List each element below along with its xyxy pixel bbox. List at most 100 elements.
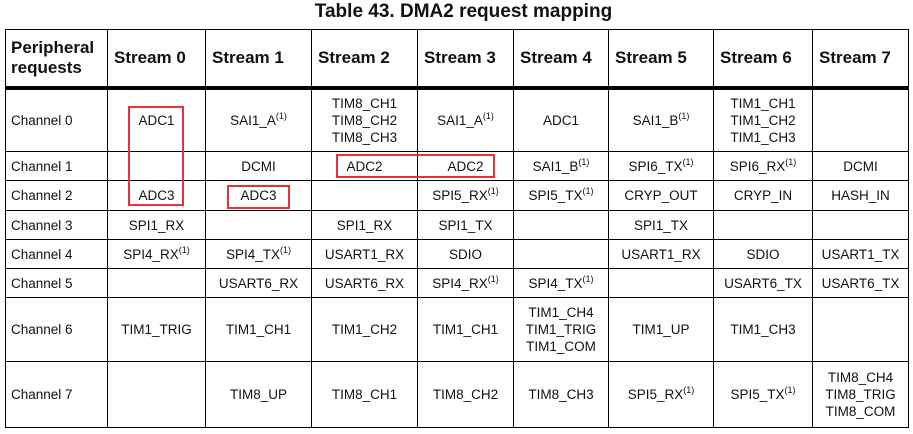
table-cell: TIM1_TRIG xyxy=(107,297,206,362)
table-cell xyxy=(812,297,909,362)
cell-line: SPI5_RX(1) xyxy=(609,386,713,403)
table-title: Table 43. DMA2 request mapping xyxy=(0,1,913,23)
row-label: Channel 0 xyxy=(5,87,108,152)
table-cell: USART1_RX xyxy=(311,239,418,269)
table-cell: TIM8_CH1 xyxy=(311,361,418,428)
cell-line: SPI4_RX(1) xyxy=(108,245,205,263)
table-cell: SPI1_RX xyxy=(107,210,206,240)
request-name: TIM8_TRIG xyxy=(825,387,896,402)
table-cell: TIM8_CH2 xyxy=(417,361,514,428)
cell-line: SPI6_RX(1) xyxy=(714,156,812,175)
request-name: SPI4_TX xyxy=(528,275,583,291)
request-name: SAI1_B xyxy=(632,112,679,128)
column-header-peripheral-requests: Peripheral requests xyxy=(5,29,108,90)
cell-line: TIM1_COM xyxy=(514,338,608,355)
table-cell: CRYP_OUT xyxy=(608,180,714,211)
table-cell xyxy=(513,210,609,240)
footnote-marker: (1) xyxy=(682,156,694,167)
row-label: Channel 2 xyxy=(5,180,108,211)
cell-line: TIM1_CH2 xyxy=(312,321,417,338)
request-name: SPI5_RX xyxy=(627,387,684,402)
column-header-stream-5: Stream 5 xyxy=(608,29,714,90)
column-header-stream-1: Stream 1 xyxy=(205,29,312,90)
table-cell: SPI5_RX(1) xyxy=(608,361,714,428)
row-label: Channel 5 xyxy=(5,268,108,298)
cell-line: SPI1_TX xyxy=(609,217,713,234)
table-cell xyxy=(107,361,206,428)
table-title-text: Table 43. DMA2 request mapping xyxy=(314,1,613,22)
request-name: TIM1_TRIG xyxy=(525,322,597,337)
cell-line: TIM8_CH1 xyxy=(312,386,417,403)
cell-line: SPI4_TX(1) xyxy=(514,274,608,292)
table-cell: USART6_RX xyxy=(205,268,312,298)
request-name: TIM1_CH1 xyxy=(730,95,796,111)
table-cell: SPI4_RX(1) xyxy=(107,239,206,269)
table-cell: SDIO xyxy=(417,239,514,269)
request-name: CRYP_OUT xyxy=(624,188,698,203)
footnote-marker: (1) xyxy=(280,244,292,255)
cell-line: TIM1_CH1 xyxy=(206,321,311,338)
cell-line: TIM1_TRIG xyxy=(514,321,608,338)
request-name: SAI1_A xyxy=(437,112,483,128)
cell-line: TIM8_COM xyxy=(813,403,908,420)
request-name: TIM1_CH1 xyxy=(225,322,292,337)
footnote-marker: (1) xyxy=(482,110,494,121)
cell-line: SAI1_B(1) xyxy=(609,111,713,129)
request-name: SPI5_TX xyxy=(730,387,785,402)
table-cell: SAI1_B(1) xyxy=(513,151,609,181)
cell-line: SPI4_RX(1) xyxy=(418,273,513,292)
request-name: DCMI xyxy=(241,158,276,174)
footnote-marker: (1) xyxy=(683,385,695,395)
cell-line: TIM8_TRIG xyxy=(813,386,908,403)
cell-line: SPI6_TX(1) xyxy=(609,156,713,175)
request-name: SDIO xyxy=(448,246,482,262)
request-name: CRYP_IN xyxy=(733,188,793,203)
cell-line: ADC2 xyxy=(418,158,513,175)
row-label: Channel 6 xyxy=(5,297,108,362)
cell-line: TIM8_CH1 xyxy=(312,95,417,112)
request-name: ADC3 xyxy=(138,188,175,203)
table-cell: SPI6_TX(1) xyxy=(608,151,714,181)
request-name: USART6_TX xyxy=(724,275,802,291)
cell-line: ADC1 xyxy=(108,112,205,129)
column-header-stream-6: Stream 6 xyxy=(713,29,813,90)
request-name: SPI1_RX xyxy=(128,217,185,233)
request-name: DCMI xyxy=(843,158,878,174)
cell-line: SPI1_TX xyxy=(418,217,513,234)
column-header-stream-2: Stream 2 xyxy=(311,29,418,90)
cell-line: TIM1_CH3 xyxy=(714,129,812,146)
cell-line: CRYP_OUT xyxy=(609,187,713,204)
column-header-stream-7: Stream 7 xyxy=(812,29,909,90)
cell-line: USART6_TX xyxy=(714,275,812,292)
table-cell: TIM1_CH2 xyxy=(311,297,418,362)
request-name: TIM8_CH2 xyxy=(331,112,398,128)
table-cell xyxy=(812,87,909,152)
footnote-marker: (1) xyxy=(582,186,594,196)
cell-line: SPI5_TX(1) xyxy=(714,386,812,403)
table-cell: SPI5_TX(1) xyxy=(713,361,813,428)
footnote-marker: (1) xyxy=(487,273,499,284)
request-name: TIM8_CH1 xyxy=(331,387,398,402)
cell-line: TIM1_CH1 xyxy=(418,321,513,338)
cell-line: USART1_RX xyxy=(609,246,713,263)
request-name: SDIO xyxy=(746,246,780,262)
table-cell: USART1_RX xyxy=(608,239,714,269)
cell-line: USART6_TX xyxy=(813,275,908,292)
cell-line: SPI5_RX(1) xyxy=(418,187,513,204)
cell-line: USART6_RX xyxy=(206,275,311,292)
request-name: SPI4_TX xyxy=(225,246,281,262)
request-name: TIM1_CH2 xyxy=(730,112,796,128)
cell-line: USART1_TX xyxy=(813,246,908,263)
table-cell: TIM1_CH1 xyxy=(417,297,514,362)
request-name: SPI6_RX xyxy=(729,158,786,174)
footnote-marker: (1) xyxy=(785,156,797,167)
footnote-marker: (1) xyxy=(784,385,796,395)
cell-line: HASH_IN xyxy=(813,187,908,204)
table-cell: SPI1_TX xyxy=(417,210,514,240)
